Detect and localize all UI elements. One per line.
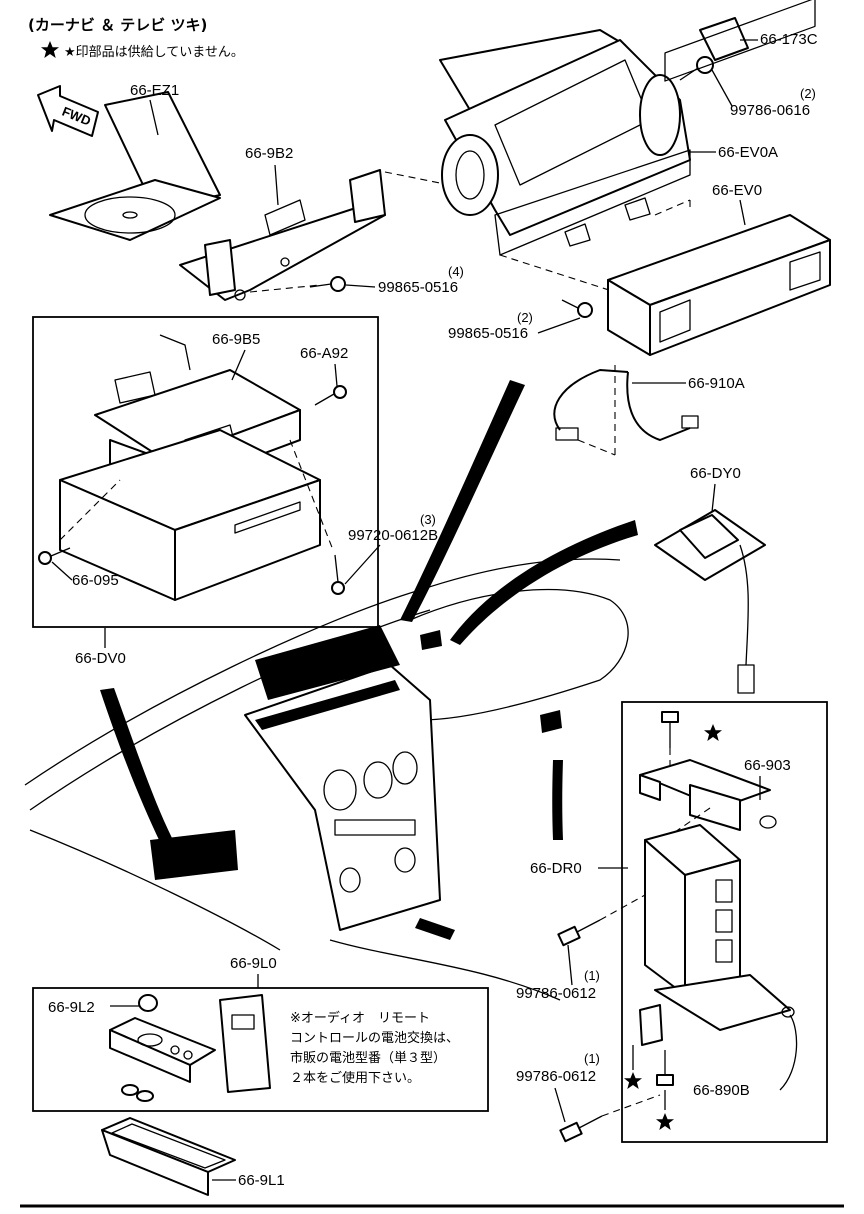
nav-unit-box (32, 316, 379, 628)
bolt-icon (679, 56, 714, 81)
battery-note-line-2: コントロールの電池交換は、 (290, 1030, 459, 1046)
screw-icon (309, 276, 346, 292)
label-66-9L0: 66-9L0 (230, 955, 277, 972)
manual-booklet (219, 994, 271, 1093)
battery-note-line-1: ※オーディオ リモート (290, 1010, 430, 1026)
qty-99786-0612-b: (1) (584, 1051, 600, 1066)
tray-9l1 (101, 1117, 236, 1196)
screw-icon (331, 554, 345, 595)
label-99786-0612-b: 99786-0612 (516, 1068, 596, 1085)
label-66-EZ1: 66-EZ1 (130, 82, 179, 99)
label-66-890B: 66-890B (693, 1082, 750, 1099)
qty-99865-0516-b: (2) (517, 310, 533, 325)
control-unit-box (621, 701, 828, 1143)
label-66-DR0: 66-DR0 (530, 860, 582, 877)
label-66-DY0: 66-DY0 (690, 465, 741, 482)
label-66-EV0: 66-EV0 (712, 182, 762, 199)
label-66-DV0: 66-DV0 (75, 650, 126, 667)
pointer-dr0 (552, 760, 563, 840)
bolt-icon (314, 385, 347, 406)
label-99786-0612-a: 99786-0612 (516, 985, 596, 1002)
label-66-9B2: 66-9B2 (245, 145, 293, 162)
pointer-dy0 (450, 520, 638, 645)
star-icon (624, 1072, 642, 1089)
bracket-9b2 (179, 169, 386, 301)
bracket-903 (639, 759, 777, 831)
nav-unit-dv0 (59, 429, 321, 601)
harness-910a (553, 369, 699, 441)
cover-173c (699, 17, 749, 61)
bolt-icon (557, 919, 601, 947)
label-66-173C: 66-173C (760, 31, 818, 48)
label-99720-0612B: 99720-0612B (348, 527, 438, 544)
battery-note-line-3: 市販の電池型番（単３型） (290, 1050, 446, 1066)
label-66-9L1: 66-9L1 (238, 1172, 285, 1189)
qty-99720-0612B: (3) (420, 512, 436, 527)
display-housing-ev0a (439, 29, 691, 256)
label-66-903: 66-903 (744, 757, 791, 774)
remote-control (109, 994, 216, 1102)
label-99865-0516-b: 99865-0516 (448, 325, 528, 342)
fwd-arrow-icon: FWD (37, 85, 99, 137)
qty-99786-0612-a: (1) (584, 968, 600, 983)
label-66-910A: 66-910A (688, 375, 745, 392)
display-unit-ev0 (607, 0, 831, 356)
header-title: (カーナビ ＆ テレビ ツキ) (28, 16, 207, 34)
label-99786-0616: 99786-0616 (730, 102, 810, 119)
screw-icon (561, 299, 593, 318)
label-66-A92: 66-A92 (300, 345, 348, 362)
remote-box (32, 987, 489, 1112)
disc-case-ez1 (49, 91, 221, 241)
label-66-095: 66-095 (72, 572, 119, 589)
gps-antenna-dy0 (654, 509, 766, 694)
label-99865-0516-a: 99865-0516 (378, 279, 458, 296)
pointer-ev0a (400, 380, 525, 622)
dashboard-view (24, 558, 629, 1001)
battery-note-line-4: ２本をご使用下さい。 (290, 1070, 420, 1086)
bolt-icon (656, 1050, 674, 1086)
qty-99786-0616: (2) (800, 86, 816, 101)
bracket-890b (639, 974, 795, 1046)
bolt-icon (661, 711, 679, 748)
label-66-9B5: 66-9B5 (212, 331, 260, 348)
header-star-icon (41, 41, 59, 58)
screw-icon (38, 547, 71, 565)
header-note: ★印部品は供給していません。 (64, 45, 244, 60)
label-66-9L2: 66-9L2 (48, 999, 95, 1016)
star-icon (704, 724, 722, 741)
control-unit-dr0 (644, 824, 741, 996)
label-66-EV0A: 66-EV0A (718, 144, 778, 161)
star-icon (656, 1113, 674, 1130)
qty-99865-0516-a: (4) (448, 264, 464, 279)
bolt-icon (559, 1115, 603, 1143)
pointer-dv0 (100, 688, 172, 842)
